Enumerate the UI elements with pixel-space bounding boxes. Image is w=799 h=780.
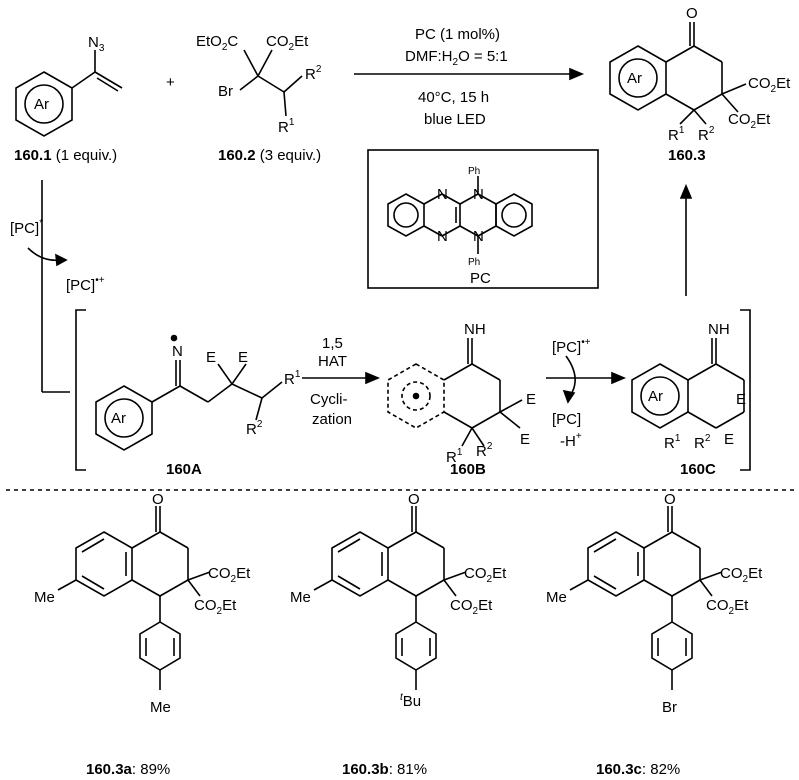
para-substituent: tBu (400, 692, 421, 710)
condition-catalyst: PC (1 mol%) (415, 26, 500, 43)
reaction-arrowhead (569, 67, 585, 81)
pc-phenyl-top: Ph (468, 166, 480, 177)
pc-n-1: N (437, 186, 448, 203)
methyl-label: Me (546, 589, 567, 606)
step1-line1: 1,5 (322, 335, 343, 352)
ar-label: Ar (34, 96, 49, 113)
product-160-3b: O Me CO2Et CO2Et tBu (290, 491, 507, 710)
step-arrowhead-2 (611, 371, 627, 385)
pc-excited: [PC]* (10, 218, 43, 237)
ester-lower: CO2Et (728, 111, 771, 131)
condition-temperature: 40°C, 15 h (418, 89, 489, 106)
para-substituent: Me (150, 699, 171, 716)
compound-160-2-structure: EtO2C CO2Et Br R2 R1 (196, 33, 322, 136)
bracket-left (75, 309, 86, 471)
step-arrowhead-1 (365, 371, 381, 385)
ketone-oxygen: O (664, 491, 676, 508)
imine-nh: NH (464, 321, 486, 338)
r1-label: R1 (668, 125, 685, 144)
methyl-label: Me (290, 589, 311, 606)
oxidation-arrow (565, 355, 576, 397)
iminyl-n: N (172, 343, 183, 360)
pc-ground: [PC] (552, 411, 581, 428)
hydrolysis-arrowhead (679, 183, 693, 199)
set-arrowhead (55, 253, 68, 267)
r2-label: R2 (476, 441, 493, 460)
r1-label: R1 (664, 433, 681, 452)
ester-e-2: E (238, 349, 248, 366)
ester-upper: CO2Et (464, 565, 507, 585)
ester-upper: CO2Et (208, 565, 251, 585)
r2-label: R2 (305, 64, 322, 83)
intermediate-160B-structure: NH E E R1 R2 (387, 321, 536, 466)
ester-upper: CO2Et (720, 565, 763, 585)
photocatalyst-label: PC (470, 270, 491, 287)
photocatalyst-box (367, 149, 599, 289)
ester-lower: CO2Et (706, 597, 749, 617)
compound-160-3-label: 160.3 (668, 147, 706, 164)
ester-lower: CO2Et (194, 597, 237, 617)
intermediate-160B-label: 160B (450, 461, 486, 478)
condition-solvent: DMF:H2O = 5:1 (405, 48, 508, 68)
product-160-3a: O Me CO2Et CO2Et Me (34, 491, 251, 716)
pc-radical-cation-2: [PC]•+ (552, 337, 591, 356)
step1-line4: zation (312, 411, 352, 428)
ar-label: Ar (627, 70, 642, 87)
product-160-3a-label: 160.3a: 89% (86, 761, 170, 778)
ester-right: CO2Et (266, 33, 309, 53)
pc-n-4: N (473, 228, 484, 245)
ester-e-1: E (206, 349, 216, 366)
pc-n-3: N (473, 186, 484, 203)
product-160-3b-label: 160.3b: 81% (342, 761, 427, 778)
r2-label: R2 (698, 125, 715, 144)
product-160-3c-label: 160.3c: 82% (596, 761, 680, 778)
compound-160-1-label: 160.1 (1 equiv.) (14, 147, 117, 164)
azide-n: N3 (88, 34, 105, 54)
ketone-oxygen: O (152, 491, 164, 508)
pc-n-2: N (437, 228, 448, 245)
ester-e-1: E (736, 391, 746, 408)
ketone-oxygen: O (408, 491, 420, 508)
minus-proton: -H+ (560, 431, 582, 450)
ar-label: Ar (648, 388, 663, 405)
r1-label: R1 (446, 447, 463, 466)
pc-radical-cation: [PC]•+ (66, 275, 105, 294)
step1-line2: HAT (318, 353, 347, 370)
intermediate-160A-label: 160A (166, 461, 202, 478)
intermediate-160C-label: 160C (680, 461, 716, 478)
r2-label: R2 (246, 419, 263, 438)
ester-e-2: E (520, 431, 530, 448)
compound-160-2-label: 160.2 (3 equiv.) (218, 147, 321, 164)
photocatalyst-structure: N N N N Ph Ph (387, 166, 533, 268)
intermediate-160A-structure: Ar N E E R1 R2 (95, 334, 301, 451)
condition-light: blue LED (424, 111, 486, 128)
ester-left: EtO2C (196, 33, 238, 53)
step1-line3: Cycli- (310, 391, 348, 408)
r1-label: R1 (278, 117, 295, 136)
imine-nh: NH (708, 321, 730, 338)
bromo-label: Br (218, 83, 233, 100)
methyl-label: Me (34, 589, 55, 606)
compound-160-3-structure: O Ar CO2Et CO2Et R1 R2 (609, 5, 791, 144)
pc-phenyl-bottom: Ph (468, 257, 480, 268)
oxidation-arrowhead (562, 389, 576, 404)
ar-label: Ar (111, 410, 126, 427)
bracket-right (740, 309, 751, 471)
ketone-oxygen: O (686, 5, 698, 22)
plus-sign: + (166, 74, 175, 91)
para-substituent: Br (662, 699, 677, 716)
ester-lower: CO2Et (450, 597, 493, 617)
r1-label: R1 (284, 369, 301, 388)
product-160-3c: O Me CO2Et CO2Et Br (546, 491, 763, 716)
intermediate-160C-structure: Ar NH E E R1 R2 (631, 321, 746, 452)
ester-upper: CO2Et (748, 75, 791, 95)
compound-160-1-structure: Ar N3 (15, 34, 123, 137)
ester-e-1: E (526, 391, 536, 408)
r2-label: R2 (694, 433, 711, 452)
ester-e-2: E (724, 431, 734, 448)
